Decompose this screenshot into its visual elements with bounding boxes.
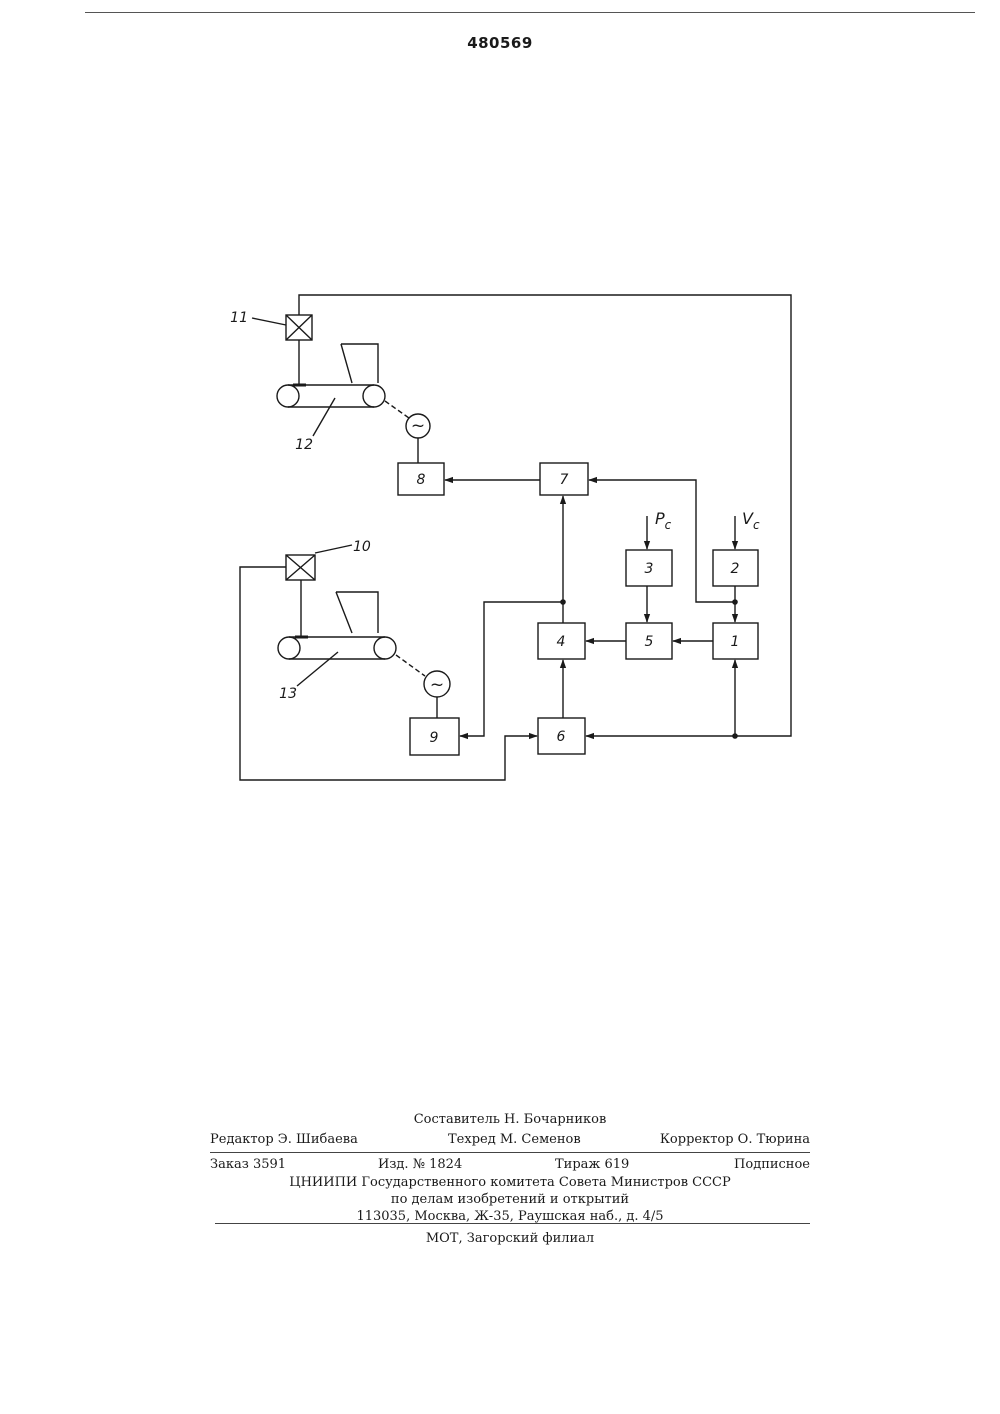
generator-upper-symbol: ~ (411, 416, 425, 436)
callout-11: 11 (230, 310, 248, 326)
input-vc-label: Vc (742, 509, 760, 532)
imprint-compiler: Составитель Н. Бочарников (210, 1112, 810, 1127)
block-7-label: 7 (560, 472, 569, 488)
link-sensor11-feedback (299, 295, 791, 736)
callout-12: 12 (295, 437, 313, 453)
hopper-lower (336, 592, 378, 633)
hopper-upper (341, 344, 378, 383)
callout-13: 13 (279, 686, 297, 702)
conveyor-12-roller-right (363, 385, 385, 407)
imprint-order: Заказ 3591 (210, 1157, 286, 1172)
imprint-editor: Редактор Э. Шибаева (210, 1132, 358, 1147)
block-5-label: 5 (645, 634, 654, 650)
imprint-rule-upper (210, 1152, 810, 1153)
conveyor-13-drive-link (396, 655, 425, 676)
imprint-circulation: Тираж 619 (555, 1157, 629, 1172)
imprint-address: 113035, Москва, Ж-35, Раушская наб., д. … (210, 1209, 810, 1224)
conveyor-12-roller-left (277, 385, 299, 407)
imprint-printer: МОТ, Загорский филиал (210, 1231, 810, 1246)
input-pc-label: Pc (655, 509, 672, 532)
block-2-label: 2 (731, 561, 740, 577)
callout-10: 10 (353, 539, 371, 555)
link-node-to-9 (460, 602, 563, 736)
block-4-label: 4 (557, 634, 566, 650)
block-8-label: 8 (417, 472, 426, 488)
conveyor-13-roller-right (374, 637, 396, 659)
conveyor-12-drive-link (385, 401, 409, 418)
imprint-issue: Изд. № 1824 (378, 1157, 462, 1172)
block-3-label: 3 (645, 561, 654, 577)
generator-lower-symbol: ~ (430, 675, 444, 695)
conveyor-13-roller-left (278, 637, 300, 659)
imprint-org-line1: ЦНИИПИ Государственного комитета Совета … (210, 1175, 810, 1190)
imprint-corrector: Корректор О. Тюрина (660, 1132, 810, 1147)
block-9-label: 9 (430, 730, 439, 746)
imprint-org-line2: по делам изобретений и открытий (210, 1192, 810, 1207)
block-1-label: 1 (731, 634, 740, 650)
imprint-subscription: Подписное (734, 1157, 810, 1172)
imprint-rule-lower (215, 1223, 810, 1224)
block-6-label: 6 (557, 729, 566, 745)
imprint-techred: Техред М. Семенов (448, 1132, 581, 1147)
link-sensor10-feedback (240, 567, 537, 780)
